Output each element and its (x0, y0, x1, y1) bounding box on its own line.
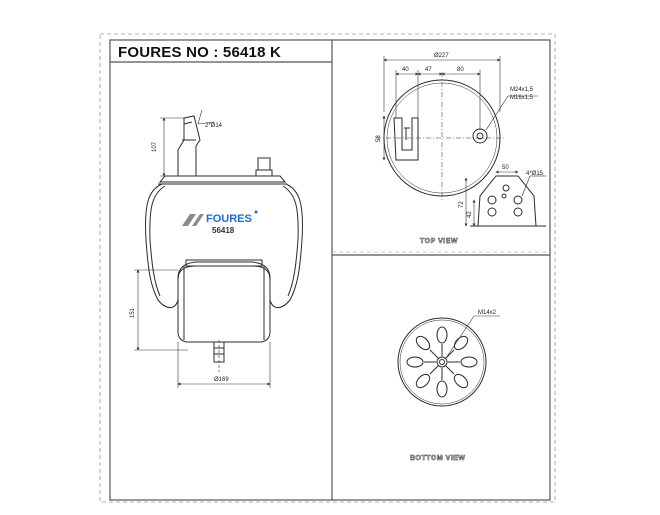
sheet-border-dashed (99, 33, 556, 503)
drawing-title: FOURES NO : 56418 K (118, 44, 282, 61)
logo-text: FOURES (206, 213, 252, 225)
dim-diameter-bottom: Ø169 (214, 377, 229, 383)
dim-height-bottom: 151 (130, 307, 136, 318)
dim-top-diameter: Ø227 (434, 53, 449, 59)
bottom-dims (445, 315, 500, 359)
body-model-number: 56418 (212, 226, 235, 235)
dim-top-b: 47 (425, 67, 432, 73)
top-bracket (393, 117, 419, 161)
bottom-thread-label: M14x2 (478, 310, 497, 316)
rubber-bellow (145, 183, 303, 308)
foures-logo: FOURES 56418 (182, 210, 258, 235)
dim-detail-width: 50 (502, 165, 509, 171)
bracket-detail (470, 175, 546, 227)
top-view (376, 72, 505, 200)
dim-detail-h2: 72 (459, 201, 465, 208)
bottom-view-caption: BOTTOM VIEW (410, 455, 466, 462)
dim-height-top: 107 (152, 141, 158, 152)
thread-label-2: M16x1,5 (510, 95, 534, 101)
piston (177, 265, 271, 343)
top-plate (158, 175, 287, 183)
bottom-center-stud (436, 356, 448, 368)
upper-bracket (177, 115, 201, 177)
dim-detail-h1: 42 (467, 211, 473, 218)
bracket-detail-dims (464, 170, 546, 227)
top-dimensions (382, 56, 538, 161)
dim-hole: 2*Ø14 (205, 123, 223, 129)
top-air-fitting (472, 128, 488, 144)
front-dimensions (134, 109, 271, 388)
bottom-view (397, 317, 487, 407)
dim-top-c: 80 (457, 67, 464, 73)
dim-detail-holes: 4*Ø15 (526, 171, 544, 177)
dim-top-a: 40 (402, 67, 409, 73)
bottom-outline (397, 317, 487, 407)
bottom-petals (406, 326, 478, 398)
dim-top-side: 58 (376, 135, 382, 142)
thread-label-1: M24x1,5 (510, 87, 534, 93)
top-view-caption: TOP VIEW (420, 238, 458, 245)
air-fitting (257, 157, 271, 171)
front-view (145, 115, 303, 372)
title-frame (109, 39, 551, 501)
